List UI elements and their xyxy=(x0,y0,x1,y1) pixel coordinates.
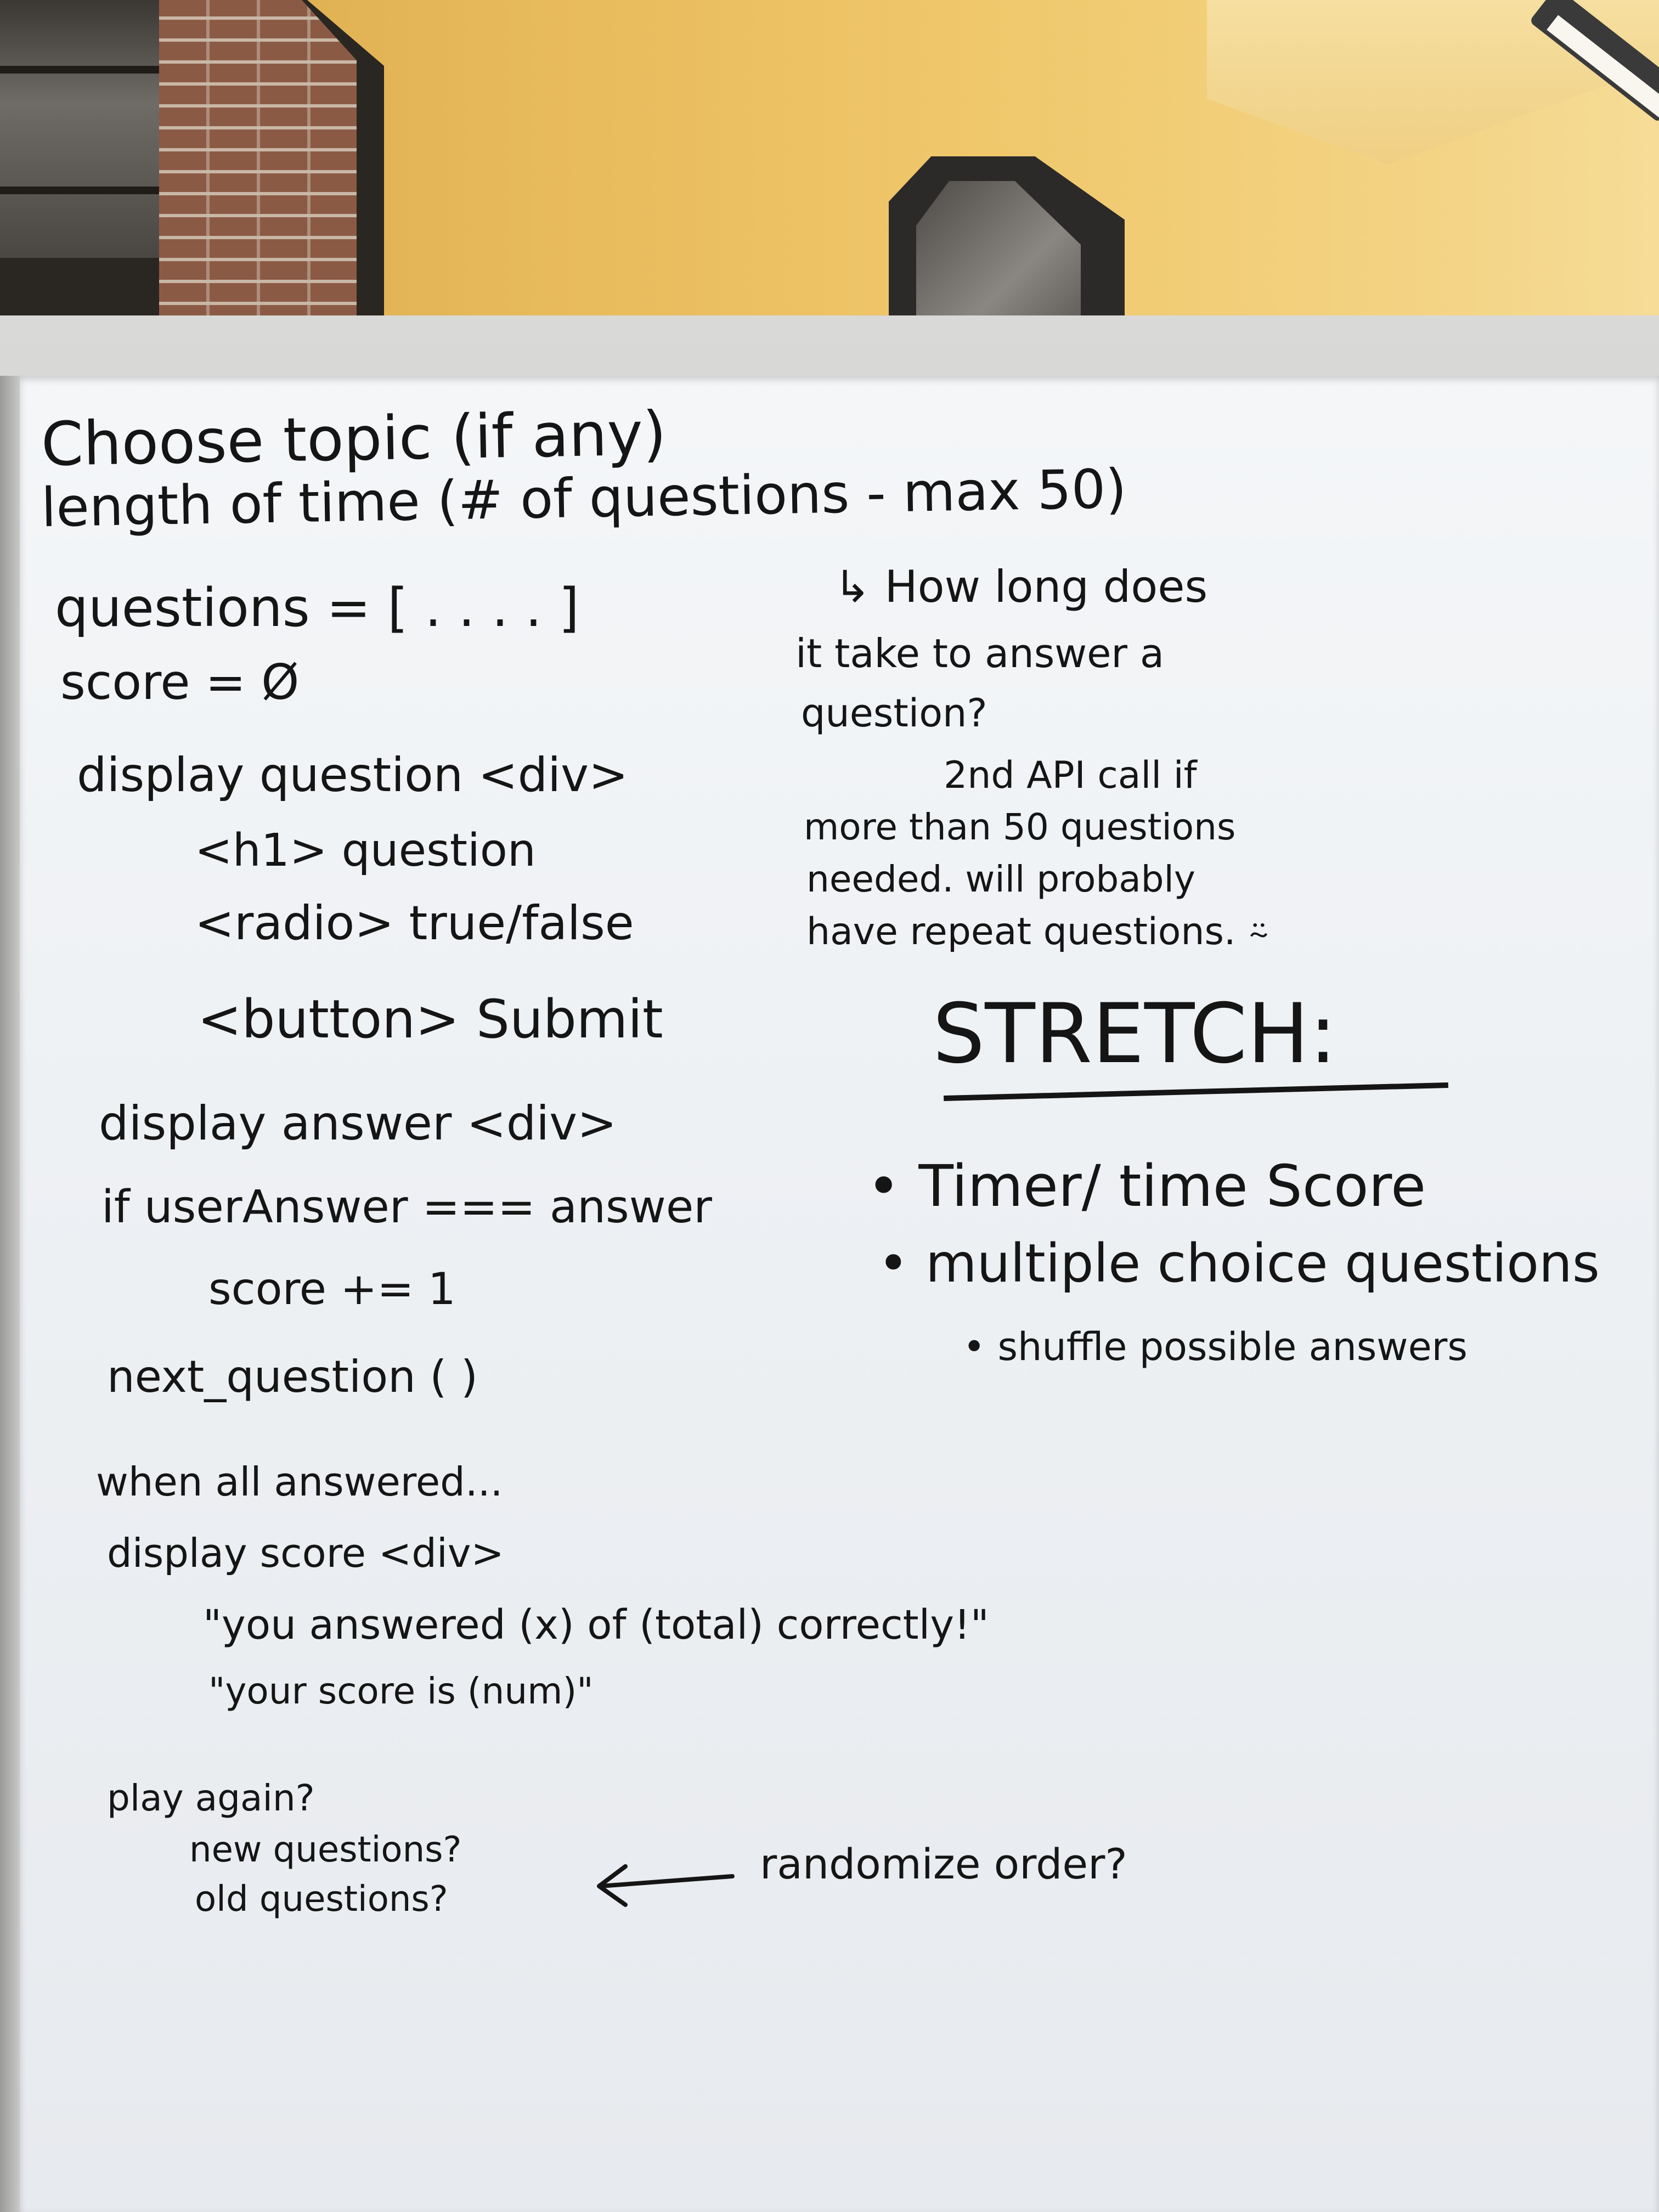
line-radio-true-false: <radio> true/false xyxy=(195,896,634,951)
display-shelf xyxy=(0,0,159,258)
line-play-again: play again? xyxy=(107,1777,315,1819)
note-it-take: it take to answer a xyxy=(795,630,1165,676)
note-question: question? xyxy=(801,691,988,736)
line-when-all-answered: when all answered... xyxy=(96,1459,503,1505)
line-next-question: next_question ( ) xyxy=(107,1351,478,1402)
note-second-api-call: 2nd API call if xyxy=(944,754,1197,797)
line-score-zero: score = Ø xyxy=(60,654,300,710)
stretch-item-shuffle: • shuffle possible answers xyxy=(963,1324,1468,1369)
line-display-answer: display answer <div> xyxy=(99,1096,617,1151)
line-score-plus-one: score += 1 xyxy=(208,1263,456,1314)
brick-mortar xyxy=(159,0,357,324)
note-randomize-order: randomize order? xyxy=(760,1839,1127,1888)
line-display-question: display question <div> xyxy=(77,748,629,803)
note-more-than-50: more than 50 questions xyxy=(804,806,1236,848)
line-questions-array: questions = [ . . . . ] xyxy=(55,577,579,639)
shelf-divider xyxy=(0,66,159,74)
stretch-item-timer: • Timer/ time Score xyxy=(867,1153,1426,1220)
stretch-item-multiple-choice: • multiple choice questions xyxy=(878,1233,1600,1294)
line-choose-topic: Choose topic (if any) xyxy=(40,398,667,479)
shelf-divider xyxy=(0,187,159,194)
line-you-answered: "you answered (x) of (total) correctly!" xyxy=(203,1601,989,1649)
line-new-questions: new questions? xyxy=(189,1830,462,1870)
line-button-submit: <button> Submit xyxy=(198,989,663,1050)
left-arrow-icon xyxy=(597,1864,735,1907)
line-h1-question: <h1> question xyxy=(195,825,536,877)
stretch-heading: STRETCH: xyxy=(933,986,1337,1082)
line-display-score: display score <div> xyxy=(107,1530,504,1576)
note-how-long: ↳ How long does xyxy=(834,561,1208,612)
note-needed: needed. will probably xyxy=(806,858,1195,900)
line-your-score: "your score is (num)" xyxy=(208,1670,594,1712)
note-repeat-questions: have repeat questions. ⍨ xyxy=(806,910,1270,953)
whiteboard xyxy=(20,376,1659,2212)
whiteboard-edge xyxy=(0,376,20,2212)
line-old-questions: old questions? xyxy=(195,1879,448,1920)
line-if-user-answer: if userAnswer === answer xyxy=(101,1181,713,1233)
